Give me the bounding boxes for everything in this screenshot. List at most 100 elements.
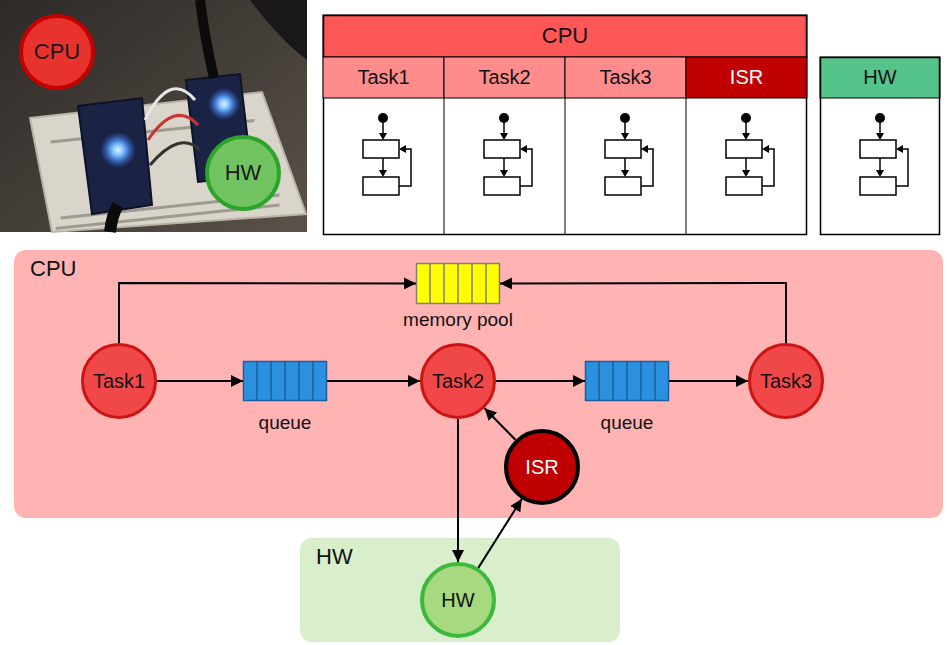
photo-shadow xyxy=(250,0,307,60)
region-ground xyxy=(14,250,943,518)
flow-arrow xyxy=(500,283,786,343)
queue-body xyxy=(417,264,500,304)
queue-slot xyxy=(485,263,487,304)
queue-body xyxy=(244,362,327,401)
hw-circle: HW xyxy=(420,562,496,638)
circle-outline xyxy=(21,16,93,88)
node-label: Task1 xyxy=(93,370,145,393)
task-circle: Task1 xyxy=(81,343,157,419)
queue-slot xyxy=(626,361,628,401)
column-divider xyxy=(565,57,566,235)
task-column-header: Task3 xyxy=(565,57,686,98)
circle-outline xyxy=(83,345,156,418)
node-label: Task2 xyxy=(432,370,484,393)
queue-slot xyxy=(312,361,314,401)
queue-label: queue xyxy=(601,412,654,434)
jumper-wire xyxy=(150,143,200,165)
queue-slot xyxy=(429,263,431,304)
column-divider xyxy=(444,57,445,235)
cpu-table: CPU Task1 Task2 Task3 ISR xyxy=(323,15,807,235)
flow-arrow xyxy=(485,408,516,440)
cpu-badge: CPU xyxy=(19,14,95,90)
state-machine-icon xyxy=(605,113,653,195)
isr-circle: ISR xyxy=(504,429,580,505)
node-label: HW xyxy=(441,589,474,612)
breadboard-holes xyxy=(50,119,279,230)
circle-outline xyxy=(506,431,578,503)
flow-arrow xyxy=(157,380,243,382)
table-frame xyxy=(324,16,807,235)
queue-slot xyxy=(598,361,600,401)
column-divider xyxy=(686,57,687,235)
cell-fill xyxy=(686,57,807,98)
circle-outline xyxy=(422,345,495,418)
node-label: Task3 xyxy=(760,370,812,393)
flow-arrow xyxy=(119,283,416,343)
queue-slot xyxy=(612,361,614,401)
cell-fill xyxy=(323,57,444,98)
node-label: ISR xyxy=(730,66,763,89)
state-machine-icon xyxy=(363,113,411,195)
task-circle: Task2 xyxy=(420,343,496,419)
usb-cable xyxy=(200,0,214,78)
node-label: HW xyxy=(225,160,262,185)
led-glow xyxy=(100,132,136,168)
hw-badge: HW xyxy=(205,135,281,211)
node-label: CPU xyxy=(34,39,80,64)
queue-label: queue xyxy=(259,412,312,434)
queue-slot xyxy=(284,361,286,401)
queue-slot xyxy=(443,263,445,304)
photo-ground xyxy=(0,0,307,232)
board-left xyxy=(78,98,152,214)
breadboard xyxy=(30,92,306,232)
jumper-wire xyxy=(148,115,198,140)
hw-region: HW HW xyxy=(300,538,620,642)
message-queue-shape xyxy=(243,361,327,401)
node-label: ISR xyxy=(525,456,558,479)
flow-arrow xyxy=(496,380,585,382)
region-ground xyxy=(300,538,620,642)
task-column-header: Task1 xyxy=(323,57,444,98)
jumper-wire xyxy=(145,89,195,120)
table-header xyxy=(323,15,807,57)
cell-fill xyxy=(565,57,686,98)
node-label: Task3 xyxy=(599,66,651,89)
queue-body xyxy=(586,362,669,401)
flow-arrow xyxy=(669,380,748,382)
hw-table: HW xyxy=(820,57,940,235)
state-machine-icon xyxy=(726,113,774,195)
table-frame xyxy=(821,58,940,235)
node-label: Task1 xyxy=(357,66,409,89)
queue-slot xyxy=(298,361,300,401)
queue-slot xyxy=(256,361,258,401)
queue-slot xyxy=(471,263,473,304)
node-label: Task2 xyxy=(478,66,530,89)
cpu-region: CPU memory poolTask1 queue Task2 queue Task3I… xyxy=(14,250,943,518)
circle-outline xyxy=(207,137,279,209)
usb-cable xyxy=(110,205,118,232)
memory-pool: memory pool xyxy=(416,263,500,304)
state-machine-icon xyxy=(860,113,908,195)
memory-pool-shape xyxy=(416,263,500,304)
node-label: HW xyxy=(863,57,896,98)
queue-slot xyxy=(654,361,656,401)
state-machine-icon xyxy=(484,113,532,195)
queue-slot xyxy=(640,361,642,401)
region-label: HW xyxy=(316,544,353,569)
region-label: CPU xyxy=(30,256,76,281)
task-circle: Task3 xyxy=(748,343,824,419)
queue-label: memory pool xyxy=(403,309,513,331)
flow-arrow xyxy=(478,499,521,568)
flow-arrow xyxy=(327,380,420,382)
circle-outline xyxy=(750,345,823,418)
queue-slot xyxy=(457,263,459,304)
flow-arrow xyxy=(457,419,459,562)
cell-fill xyxy=(444,57,565,98)
message-queue-shape xyxy=(585,361,669,401)
node-label: CPU xyxy=(542,15,588,57)
circle-outline xyxy=(422,564,494,636)
isr-column-header: ISR xyxy=(686,57,807,98)
task-column-header: Task2 xyxy=(444,57,565,98)
message-queue: queue xyxy=(243,361,327,401)
message-queue: queue xyxy=(585,361,669,401)
